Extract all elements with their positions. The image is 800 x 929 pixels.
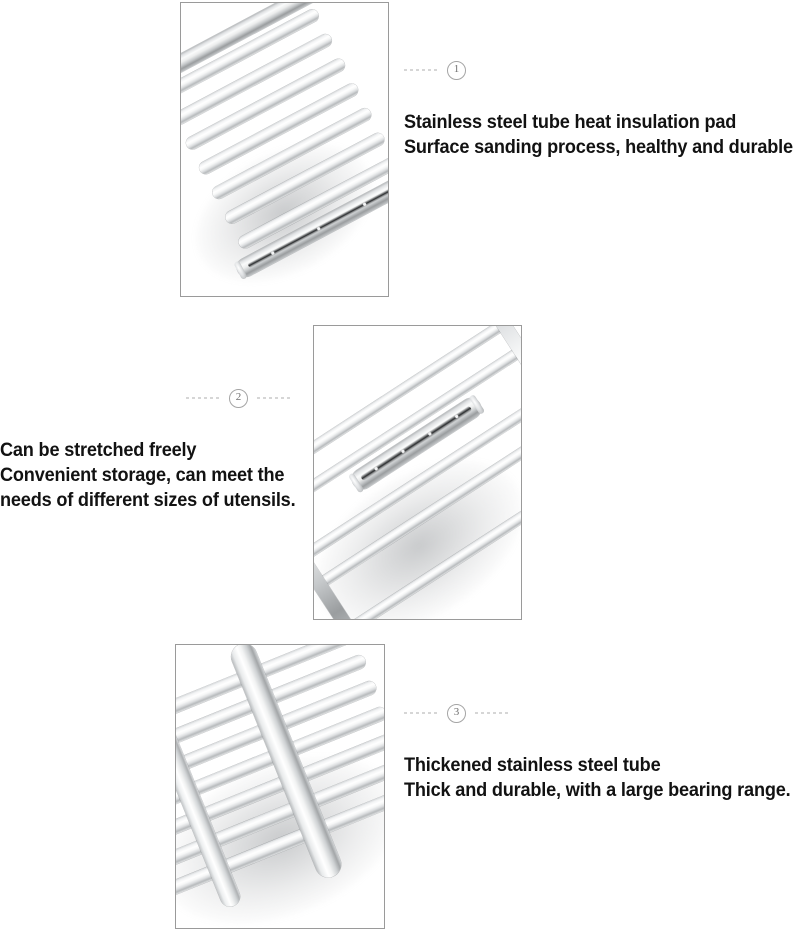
product-photo-2 — [314, 326, 521, 619]
caption-2: Can be stretched freely Convenient stora… — [0, 438, 296, 513]
caption-2-line-2: Convenient storage, can meet the — [0, 464, 285, 486]
dash-line-left-icon — [404, 69, 438, 71]
product-photo-1 — [181, 3, 388, 296]
badge-row-2: 2 — [186, 388, 316, 408]
badge-row-1: 1 — [404, 60, 796, 80]
caption-3: Thickened stainless steel tube Thick and… — [404, 753, 791, 803]
badge-row-3: 3 — [404, 703, 796, 723]
dash-line-right-icon — [475, 712, 509, 714]
product-photo-frame-1 — [180, 2, 389, 297]
product-photo-3 — [176, 645, 384, 928]
caption-2-line-1: Can be stretched freely — [0, 439, 197, 461]
caption-1: Stainless steel tube heat insulation pad… — [404, 110, 793, 160]
step-badge-2: 2 — [229, 388, 248, 408]
product-photo-frame-2 — [313, 325, 522, 620]
caption-3-line-2: Thick and durable, with a large bearing … — [404, 779, 791, 801]
step-badge-3: 3 — [447, 703, 466, 723]
product-photo-frame-3 — [175, 644, 385, 929]
step-badge-1: 1 — [447, 60, 466, 80]
callout-3: 3 Thickened stainless steel tube Thick a… — [404, 703, 796, 803]
caption-1-line-1: Stainless steel tube heat insulation pad — [404, 111, 737, 133]
thick-tube-closeup — [176, 645, 384, 928]
dash-line-left-icon — [404, 712, 438, 714]
extendable-rack-assembly — [314, 326, 521, 619]
caption-3-line-1: Thickened stainless steel tube — [404, 754, 661, 776]
callout-1: 1 Stainless steel tube heat insulation p… — [404, 60, 796, 160]
caption-1-line-2: Surface sanding process, healthy and dur… — [404, 136, 793, 158]
caption-2-line-3: needs of different sizes of utensils. — [0, 489, 296, 511]
callout-2: 2 Can be stretched freely Convenient sto… — [0, 388, 316, 513]
dash-line-right-icon — [257, 397, 291, 399]
dash-line-left-icon — [186, 397, 220, 399]
